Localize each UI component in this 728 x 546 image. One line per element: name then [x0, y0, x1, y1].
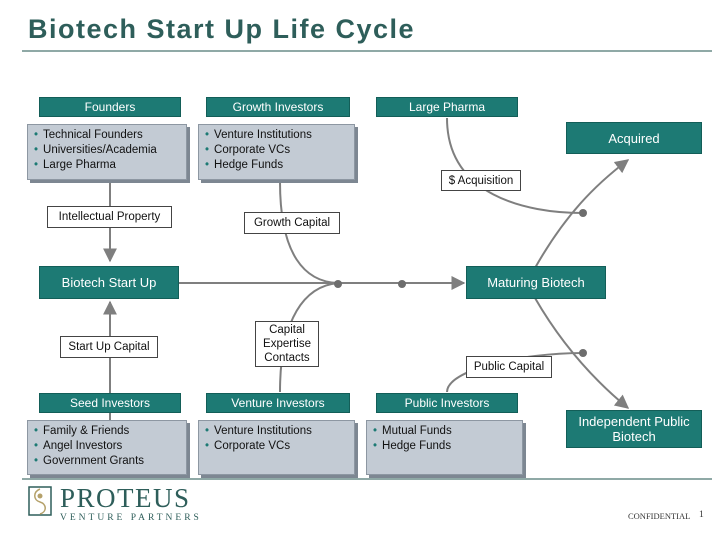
founders-header: Founders [39, 97, 181, 117]
logo-tagline: VENTURE PARTNERS [60, 513, 202, 523]
junction-node [334, 280, 342, 288]
growth-investors-header: Growth Investors [206, 97, 350, 117]
contacts-text: Contacts [264, 352, 310, 364]
capital-expertise-contacts-label: Capital Expertise Contacts [255, 321, 319, 367]
public-capital-label: Public Capital [466, 356, 552, 378]
confidential-label: CONFIDENTIAL [628, 511, 691, 521]
title-rule-top [22, 50, 712, 52]
list-item: Universities/Academia [34, 143, 182, 158]
footer-rule [22, 478, 712, 480]
list-item: Family & Friends [34, 424, 182, 439]
list-item: Hedge Funds [205, 158, 350, 173]
biotech-start-up-box: Biotech Start Up [39, 266, 179, 299]
independent-public-biotech-box: Independent Public Biotech [566, 410, 702, 448]
page-title: Biotech Start Up Life Cycle [28, 14, 416, 44]
curve-growth-capital [279, 181, 339, 284]
arrow-maturing-to-acquired [534, 159, 630, 269]
page-number: 1 [699, 510, 704, 520]
large-pharma-header: Large Pharma [376, 97, 518, 117]
public-investors-header: Public Investors [376, 393, 518, 413]
venture-investors-list: Venture Institutions Corporate VCs [198, 420, 355, 475]
seed-investors-list: Family & Friends Angel Investors Governm… [27, 420, 187, 475]
list-item: Corporate VCs [205, 143, 350, 158]
acquired-box: Acquired [566, 122, 702, 154]
arrow-maturing-to-independent [534, 297, 630, 409]
acquisition-label: $ Acquisition [441, 170, 521, 191]
capital-text: Capital [269, 324, 305, 336]
public-investors-list: Mutual Funds Hedge Funds [366, 420, 523, 475]
list-item: Large Pharma [34, 158, 182, 173]
list-item: Venture Institutions [205, 424, 350, 439]
list-item: Angel Investors [34, 439, 182, 454]
proteus-logo-icon [28, 486, 52, 516]
list-item: Corporate VCs [205, 439, 350, 454]
logo-wordmark: PROTEUS [60, 483, 191, 513]
list-item: Venture Institutions [205, 128, 350, 143]
curve-large-pharma [446, 117, 584, 214]
growth-capital-label: Growth Capital [244, 212, 340, 234]
founders-list: Technical Founders Universities/Academia… [27, 124, 187, 180]
junction-node [579, 349, 587, 357]
venture-investors-header: Venture Investors [206, 393, 350, 413]
expertise-text: Expertise [263, 338, 311, 350]
list-item: Government Grants [34, 454, 182, 469]
list-item: Technical Founders [34, 128, 182, 143]
junction-node [579, 209, 587, 217]
list-item: Hedge Funds [373, 439, 518, 454]
seed-investors-header: Seed Investors [39, 393, 181, 413]
curve-venture-capital [279, 282, 339, 393]
list-item: Mutual Funds [373, 424, 518, 439]
maturing-biotech-box: Maturing Biotech [466, 266, 606, 299]
intellectual-property-label: Intellectual Property [47, 206, 172, 228]
start-up-capital-label: Start Up Capital [60, 336, 158, 358]
growth-investors-list: Venture Institutions Corporate VCs Hedge… [198, 124, 355, 180]
junction-node [398, 280, 406, 288]
